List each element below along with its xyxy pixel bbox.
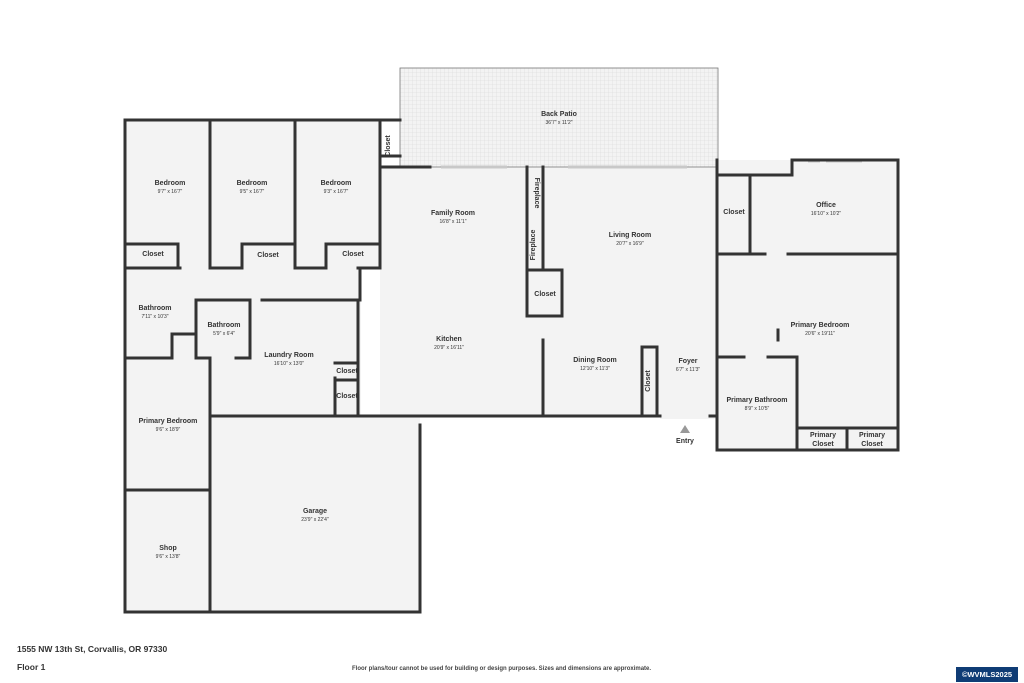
foyer-dim: 6'7" x 11'3"	[676, 367, 700, 373]
back-patio-dim: 36'7" x 11'2"	[545, 120, 572, 126]
bathroom-2-dim: 5'9" x 6'4"	[213, 331, 235, 337]
primary-bedroom-east-dim: 20'6" x 19'11"	[805, 331, 835, 337]
closet-b2-label: Closet	[257, 252, 279, 259]
floor-fill	[125, 120, 898, 612]
fireplace-2-label: Fireplace	[530, 230, 537, 261]
property-address: 1555 NW 13th St, Corvallis, OR 97330	[17, 644, 168, 654]
office-dim: 16'10" x 10'2"	[811, 211, 841, 217]
entry-label: Entry	[676, 438, 694, 445]
disclaimer-text: Floor plans/tour cannot be used for buil…	[352, 666, 652, 672]
bedroom-3-dim: 9'3" x 16'7"	[324, 189, 349, 195]
closet-foyer-label: Closet	[645, 370, 652, 392]
closet-living-label: Closet	[534, 291, 556, 298]
walls	[123, 118, 900, 614]
room-labels: Back Patio 36'7" x 11'2" Bedroom 9'7" x …	[138, 111, 885, 560]
laundry-room-dim: 16'10" x 13'0"	[274, 361, 304, 367]
floor-label: Floor 1	[17, 662, 46, 672]
kitchen-dim: 20'9" x 16'11"	[434, 345, 464, 351]
primary-bedroom-east-name: Primary Bedroom	[791, 322, 850, 329]
primary-closet-2-line1: Primary	[859, 432, 885, 439]
primary-bedroom-west-name: Primary Bedroom	[139, 418, 198, 425]
dining-room-name: Dining Room	[573, 357, 617, 364]
closet-laundry-1-label: Closet	[336, 368, 358, 375]
entry-arrow-icon	[680, 425, 690, 433]
garage-dim: 23'9" x 22'4"	[301, 517, 329, 523]
primary-bedroom-west-dim: 9'6" x 18'9"	[156, 427, 181, 433]
bathroom-1-name: Bathroom	[138, 305, 171, 312]
fireplace-1-label: Fireplace	[533, 178, 540, 209]
primary-closet-2-line2: Closet	[861, 441, 883, 448]
laundry-room-name: Laundry Room	[264, 352, 313, 359]
closet-laundry-2-label: Closet	[336, 393, 358, 400]
shop-dim: 9'6" x 13'8"	[156, 554, 181, 560]
garage-name: Garage	[303, 508, 327, 515]
watermark-badge: ©WVMLS2025	[956, 667, 1018, 682]
primary-bathroom-name: Primary Bathroom	[726, 397, 787, 404]
bedroom-1-name: Bedroom	[155, 180, 186, 187]
bathroom-1-dim: 7'11" x 10'3"	[141, 314, 168, 320]
bathroom-2-name: Bathroom	[207, 322, 240, 329]
closet-b1-label: Closet	[142, 251, 164, 258]
family-room-name: Family Room	[431, 210, 475, 217]
dining-room-dim: 12'10" x 11'3"	[580, 366, 610, 372]
closet-office-label: Closet	[723, 209, 745, 216]
bedroom-1-dim: 9'7" x 16'7"	[158, 189, 183, 195]
living-room-dim: 20'7" x 16'9"	[616, 241, 644, 247]
primary-bathroom-dim: 8'9" x 10'5"	[745, 406, 770, 412]
primary-closet-1-line2: Closet	[812, 441, 834, 448]
office-name: Office	[816, 202, 836, 209]
bedroom-3-name: Bedroom	[321, 180, 352, 187]
closet-patio-label: Closet	[385, 135, 392, 157]
shop-name: Shop	[159, 545, 177, 552]
family-room-dim: 16'8" x 11'1"	[439, 219, 466, 225]
closet-b3-label: Closet	[342, 251, 364, 258]
bedroom-2-name: Bedroom	[237, 180, 268, 187]
back-patio-name: Back Patio	[541, 111, 577, 118]
bedroom-2-dim: 9'5" x 16'7"	[240, 189, 265, 195]
foyer-name: Foyer	[678, 358, 697, 365]
living-room-name: Living Room	[609, 232, 651, 239]
kitchen-name: Kitchen	[436, 336, 462, 343]
back-patio-area	[399, 67, 719, 168]
primary-closet-1-line1: Primary	[810, 432, 836, 439]
